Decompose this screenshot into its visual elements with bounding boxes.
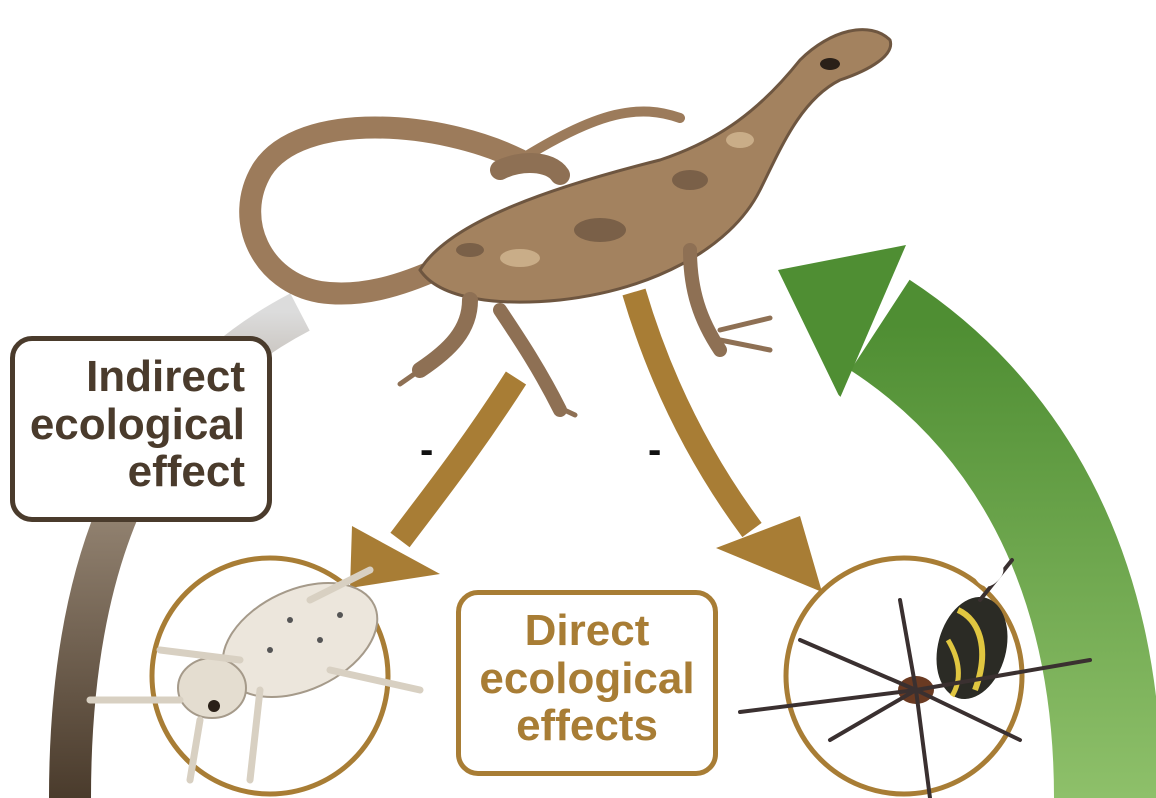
indirect-effect-label: Indirect ecological effect (10, 336, 272, 522)
direct-effect-arrow-left (350, 378, 516, 588)
direct-effect-arrow-right (634, 292, 822, 592)
direct-label-line-3: effects (467, 702, 707, 750)
direct-label-line-2: ecological (467, 655, 707, 703)
indirect-label-line-3: effect (15, 448, 245, 496)
indirect-label-line-1: Indirect (15, 353, 245, 401)
direct-effects-label: Direct ecological effects (456, 590, 718, 776)
direct-label-line-1: Direct (467, 607, 707, 655)
lizard-illustration (250, 30, 890, 415)
negative-effect-sign-left: - (420, 428, 433, 473)
indirect-label-line-2: ecological (15, 401, 245, 449)
beetle-illustration (90, 558, 420, 794)
negative-effect-sign-right: - (648, 428, 661, 473)
